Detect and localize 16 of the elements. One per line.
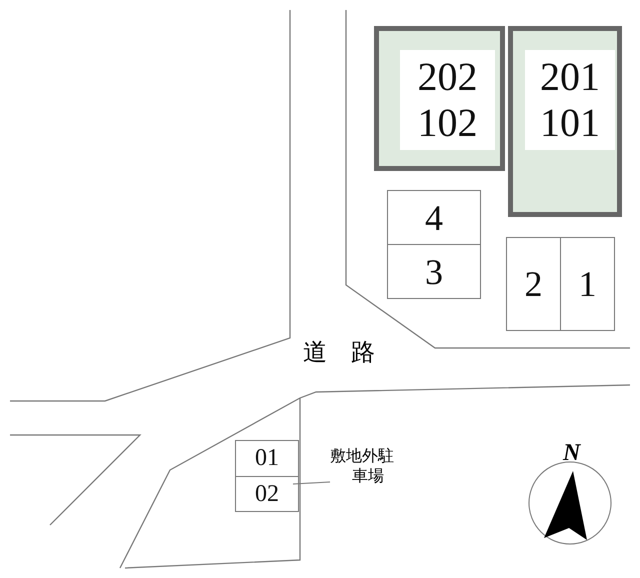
parking-space: 1 (560, 237, 615, 331)
building-outline (508, 26, 622, 217)
north-label: N (563, 440, 580, 466)
room-number: 102 (418, 100, 478, 146)
note-text: 敷地外駐車場 (330, 447, 402, 491)
parking-space: 02 (235, 476, 299, 512)
parking-space: 4 (387, 190, 481, 245)
room-number: 202 (418, 54, 478, 100)
room-number: 201 (540, 54, 600, 100)
parking-space: 2 (506, 237, 561, 331)
parking-space: 01 (235, 440, 299, 477)
road-label: 道 路 (303, 340, 375, 366)
building-outline (374, 26, 505, 171)
parking-space: 3 (387, 244, 481, 299)
leader-line (292, 482, 330, 484)
room-number: 101 (540, 100, 600, 146)
